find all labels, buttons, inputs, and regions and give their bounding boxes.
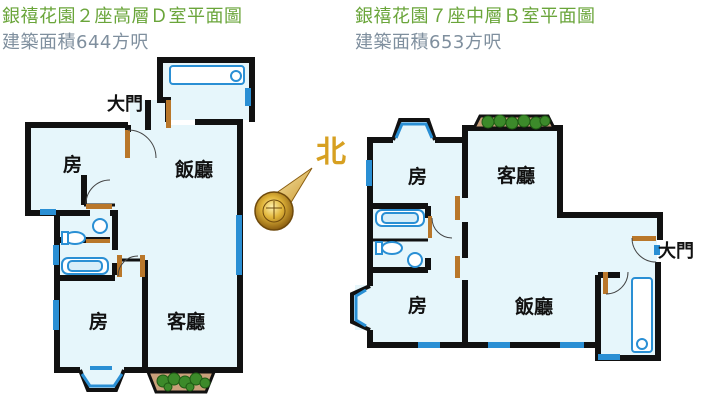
floor-plan-left: 大門 飯廳 客廳 房 房 xyxy=(25,57,255,394)
entrance-label: 大門 xyxy=(107,93,143,115)
bedroom-bottom-label: 房 xyxy=(89,310,108,333)
north-compass-icon xyxy=(254,167,313,231)
doors xyxy=(428,196,657,295)
walls xyxy=(367,125,663,361)
doors xyxy=(85,100,171,277)
bedroom-top-label: 房 xyxy=(408,165,427,188)
plan-right-area: 建築面積653方呎 xyxy=(355,32,502,53)
windows xyxy=(40,88,251,372)
plan-right-title: 銀禧花園７座中層Ｂ室平面圖 xyxy=(355,6,596,27)
plan-left-title: 銀禧花園２座高層Ｄ室平面圖 xyxy=(2,6,243,27)
north-label: 北 xyxy=(316,135,346,170)
windows xyxy=(366,160,660,360)
bathroom-fixtures xyxy=(61,65,245,275)
entrance-label: 大門 xyxy=(658,240,694,262)
living-room-label: 客廳 xyxy=(167,310,205,333)
plan-left-area: 建築面積644方呎 xyxy=(2,32,149,53)
planter-left xyxy=(145,370,217,394)
bathroom-fixtures xyxy=(375,209,653,353)
bedroom-bottom-label: 房 xyxy=(408,294,427,317)
dining-room-label: 飯廳 xyxy=(174,158,213,181)
floor-plan-right: 大門 客廳 飯廳 房 房 xyxy=(350,114,694,361)
living-room-label: 客廳 xyxy=(497,164,535,187)
planter-right xyxy=(471,114,557,130)
dining-room-label: 飯廳 xyxy=(514,295,553,318)
bedroom-top-label: 房 xyxy=(63,153,82,176)
floor-area xyxy=(355,128,658,355)
